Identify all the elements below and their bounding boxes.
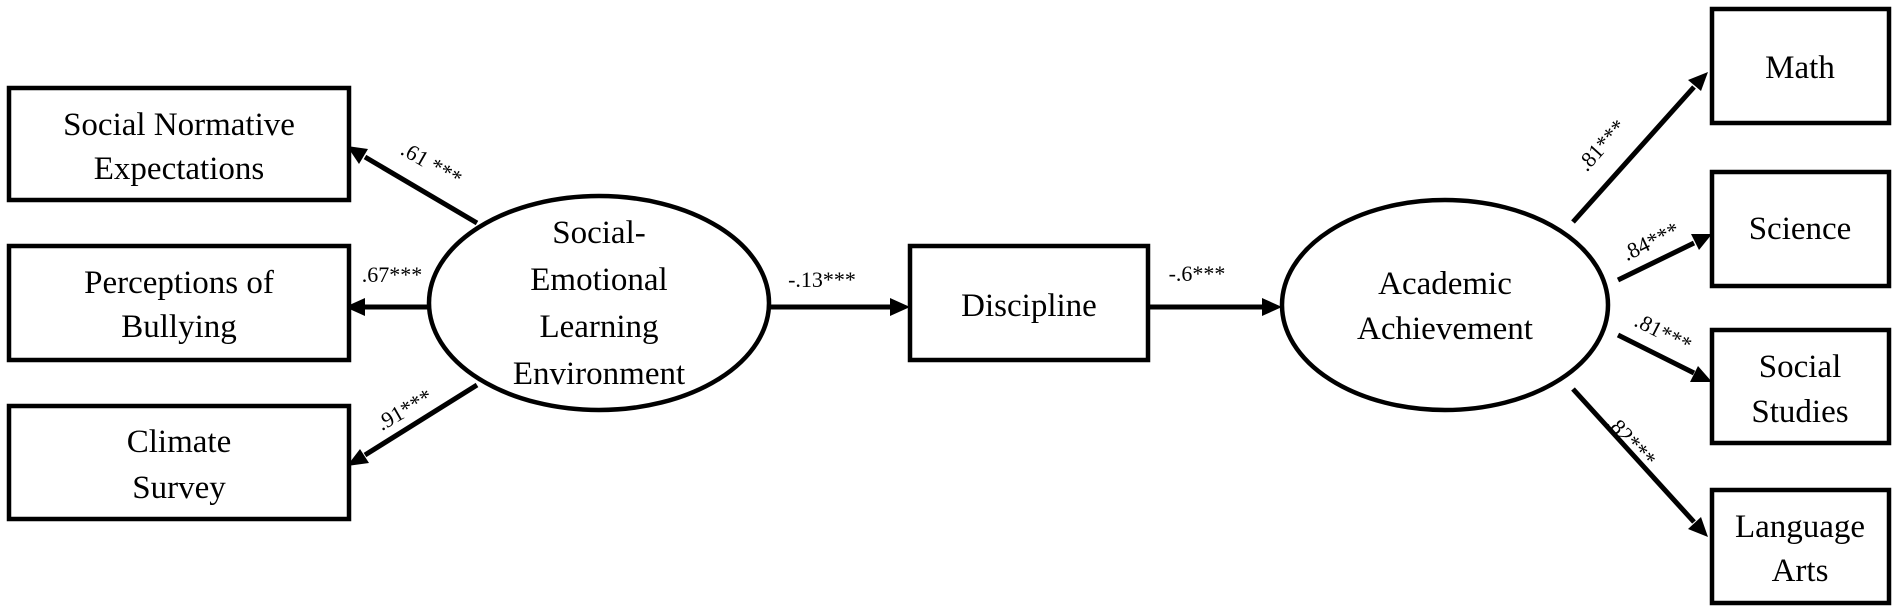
coef-academic-to-social-studies: .81***: [1631, 307, 1696, 357]
node-discipline: Discipline: [907, 243, 1151, 363]
coef-academic-to-science: .84***: [1618, 217, 1683, 266]
arrowhead-math: [1688, 72, 1708, 91]
coef-sel-to-bullying: .67***: [362, 262, 423, 287]
node-label-line: Learning: [539, 309, 658, 345]
node-science: Science: [1709, 169, 1892, 289]
edge-academic-to-math: [1571, 85, 1696, 224]
arrowhead-academic: [1262, 298, 1282, 316]
arrowhead-climate: [347, 449, 369, 466]
node-label-line: Emotional: [530, 262, 667, 298]
arrowhead-discipline: [890, 298, 910, 316]
node-language-arts: Language Arts: [1709, 487, 1892, 606]
node-label-line: Environment: [513, 356, 685, 392]
node-label-line: Achievement: [1357, 311, 1533, 347]
node-label-line: Social Normative: [63, 107, 295, 143]
edge-academic-to-language-arts: [1571, 387, 1696, 524]
arrowhead-social-studies: [1690, 366, 1712, 382]
node-label-line: Science: [1749, 211, 1852, 247]
node-label-line: Climate: [127, 424, 231, 460]
node-math: Math: [1709, 6, 1892, 126]
arrowhead-social-normative: [347, 146, 368, 164]
arrowhead-language-arts: [1688, 517, 1708, 537]
edge-academic-to-social-studies: [1616, 332, 1696, 376]
node-label-line: Expectations: [94, 151, 264, 187]
node-label-line: Social: [1759, 349, 1841, 385]
node-social-studies: Social Studies: [1709, 327, 1892, 446]
node-label-line: Math: [1765, 50, 1835, 86]
node-label-line: Language: [1735, 509, 1865, 545]
node-label-line: Studies: [1751, 394, 1848, 430]
node-social-normative-expectations: Social Normative Expectations: [6, 85, 352, 203]
node-label-line: Bullying: [121, 309, 237, 345]
node-label-line: Academic: [1378, 266, 1512, 302]
node-label-line: Social-: [552, 215, 645, 251]
node-label-line: Arts: [1772, 553, 1829, 589]
node-climate-survey: Climate Survey: [6, 403, 352, 522]
node-perceptions-of-bullying: Perceptions of Bullying: [6, 243, 352, 363]
node-label-line: Discipline: [961, 288, 1097, 324]
edge-sel-to-climate: [363, 382, 479, 458]
arrowhead-bullying: [345, 298, 365, 316]
coef-academic-to-language-arts: .82***: [1602, 410, 1662, 471]
node-label-line: Perceptions of: [84, 265, 274, 301]
edges: [363, 85, 1696, 524]
node-label-line: Survey: [132, 470, 226, 506]
arrowhead-science: [1691, 234, 1712, 250]
node-social-emotional-learning-environment: Social- Emotional Learning Environment: [426, 193, 772, 413]
edge-academic-to-science: [1616, 240, 1696, 283]
coef-sel-to-discipline: -.13***: [788, 267, 856, 292]
edge-sel-to-social-normative: [363, 154, 479, 226]
arrowheads: [345, 72, 1712, 537]
coef-discipline-to-academic: -.6***: [1169, 261, 1226, 286]
node-academic-achievement: Academic Achievement: [1279, 197, 1611, 413]
